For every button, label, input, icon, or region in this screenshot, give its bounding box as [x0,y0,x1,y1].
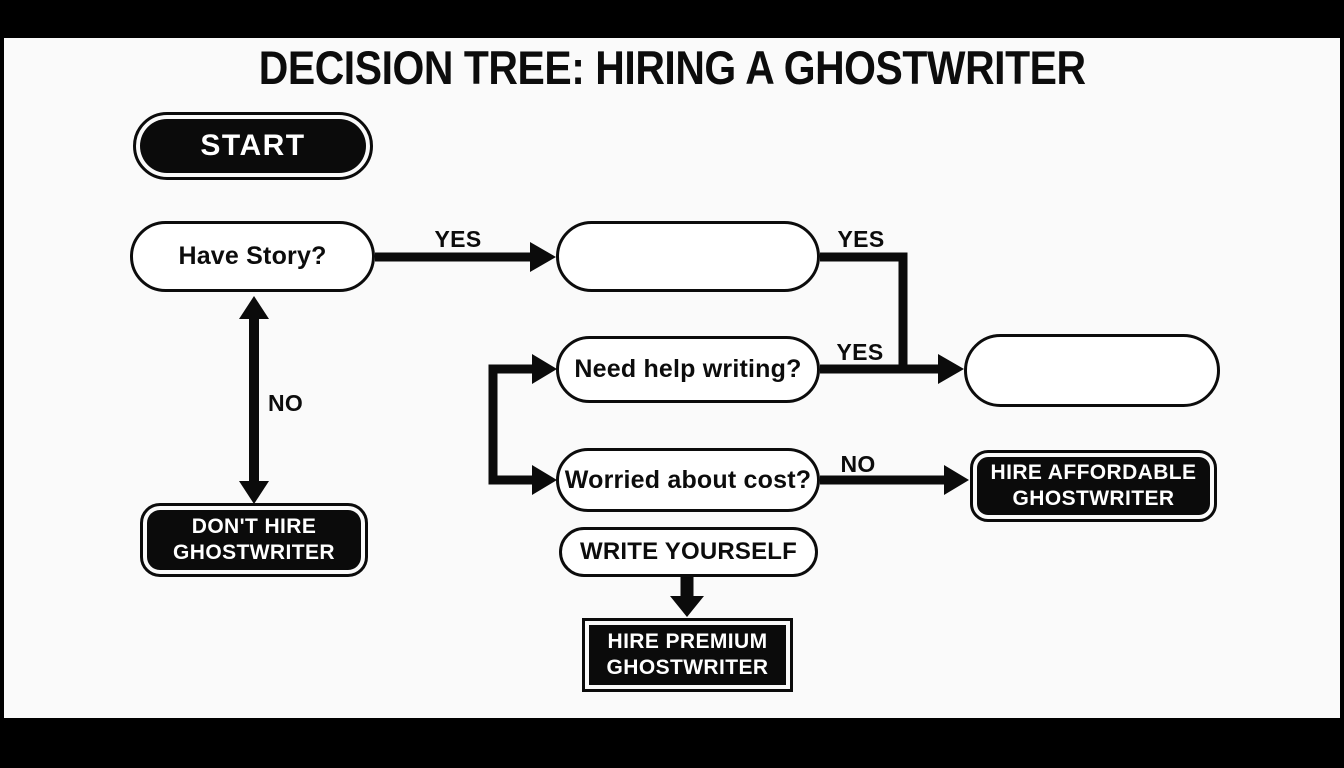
dont-hire-line1: DON'T HIRE [191,515,317,538]
edge-label-need-help-yes: YES [836,339,884,365]
hire-premium-line2: GHOSTWRITER [606,656,769,679]
hire-affordable-line2: GHOSTWRITER [1012,487,1175,510]
node-dont-hire-ghostwriter: DON'T HIRE GHOSTWRITER [140,503,368,577]
node-worried-about-cost-label: Worried about cost? [564,465,812,494]
dont-hire-line2: GHOSTWRITER [173,541,335,564]
arrow-write-yourself-down [670,577,704,617]
arrow-have-story-yes [375,242,556,272]
connector-bracket [488,354,557,495]
node-start: START [133,112,373,180]
arrow-need-help-yes [820,354,964,384]
node-write-yourself-label: WRITE YOURSELF [579,538,798,565]
arrow-have-story-no [239,296,269,504]
node-start-label: START [140,119,366,173]
arrow-worried-cost-no [820,465,969,495]
node-hire-premium-ghostwriter-label: HIRE PREMIUM GHOSTWRITER [589,625,786,685]
node-hire-affordable-ghostwriter: HIRE AFFORDABLE GHOSTWRITER [970,450,1217,522]
edge-label-have-story-no: NO [268,390,304,416]
hire-premium-line1: HIRE PREMIUM [607,630,768,653]
connector-blank-top-elbow [820,252,908,373]
edge-label-worried-cost-no: NO [840,451,876,477]
node-blank-outcome [964,334,1220,407]
node-worried-about-cost: Worried about cost? [556,448,820,512]
edge-label-have-story-yes: YES [434,226,482,252]
node-have-story-label: Have Story? [178,242,327,270]
node-need-help-writing-label: Need help writing? [574,355,802,383]
node-write-yourself: WRITE YOURSELF [559,527,818,577]
node-dont-hire-ghostwriter-label: DON'T HIRE GHOSTWRITER [147,510,361,570]
node-hire-premium-ghostwriter: HIRE PREMIUM GHOSTWRITER [582,618,793,692]
hire-affordable-line1: HIRE AFFORDABLE [990,461,1197,484]
page-title: DECISION TREE: HIRING A GHOSTWRITER [258,41,1086,94]
node-need-help-writing: Need help writing? [556,336,820,403]
node-hire-affordable-ghostwriter-label: HIRE AFFORDABLE GHOSTWRITER [977,457,1210,515]
node-have-story: Have Story? [130,221,375,292]
edge-label-blank-top-yes: YES [837,226,885,252]
node-blank-decision [556,221,820,292]
